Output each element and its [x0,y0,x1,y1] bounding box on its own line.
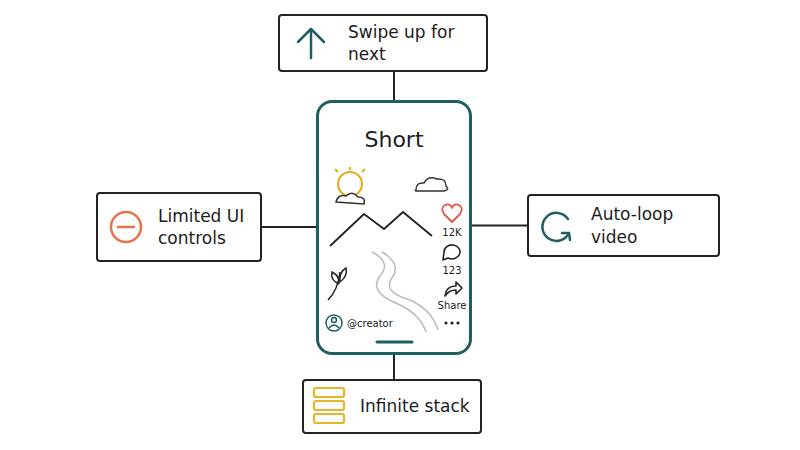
more-dots [444,321,459,324]
stack-layer [314,388,344,397]
sun-disc [338,172,362,196]
sun [335,167,365,196]
stack-icon [314,388,344,423]
arrow-shaft [310,29,313,58]
icon-minus [118,226,134,229]
box-label: Auto-loop video [591,203,714,247]
box-label: Swipe up for next [348,21,482,65]
stack-layer [314,401,344,410]
minus-circle-icon [111,212,141,242]
plant-leaf [340,268,347,282]
share-icon [445,282,462,296]
avatar-body [329,325,339,328]
feature-box: Auto-loop video [527,194,720,257]
feature-box: Infinite stack [302,379,482,434]
home-bar [377,341,412,344]
plant [328,268,346,300]
box-label: Infinite stack [360,395,476,417]
like-count: 12K [442,227,461,238]
mountains [330,212,432,246]
comment-icon [443,245,460,260]
cloud [415,178,447,191]
plant-stem [328,272,340,300]
stack-layer [314,414,344,423]
small-cloud [336,193,364,204]
dot [450,321,453,324]
sun-ray [349,167,351,170]
creator-handle: @creator [347,318,393,329]
feature-box: Swipe up for next [278,14,488,72]
connector-line [262,226,316,228]
dot [456,321,459,324]
connector-line [472,225,527,227]
screen-title: Short [364,127,423,152]
icon-circle [111,212,141,242]
avatar-head [332,318,337,323]
feature-box: Limited UI controls [96,192,262,262]
loop-icon [542,213,570,241]
loop-arc [542,213,569,241]
share-label: Share [438,300,467,311]
avatar-ring [326,315,342,331]
dot [444,321,447,324]
heart-icon [442,204,462,222]
avatar-icon [326,315,342,331]
arrow-head [298,29,324,42]
comment-count: 123 [442,265,461,276]
plant-leaf [332,272,339,284]
sun-ray [335,169,338,172]
box-label: Limited UI controls [158,205,256,249]
up-arrow-icon [298,29,324,58]
sun-ray [362,169,365,172]
loop-head [562,233,570,240]
connector-line [393,355,395,379]
connector-line [393,72,395,100]
